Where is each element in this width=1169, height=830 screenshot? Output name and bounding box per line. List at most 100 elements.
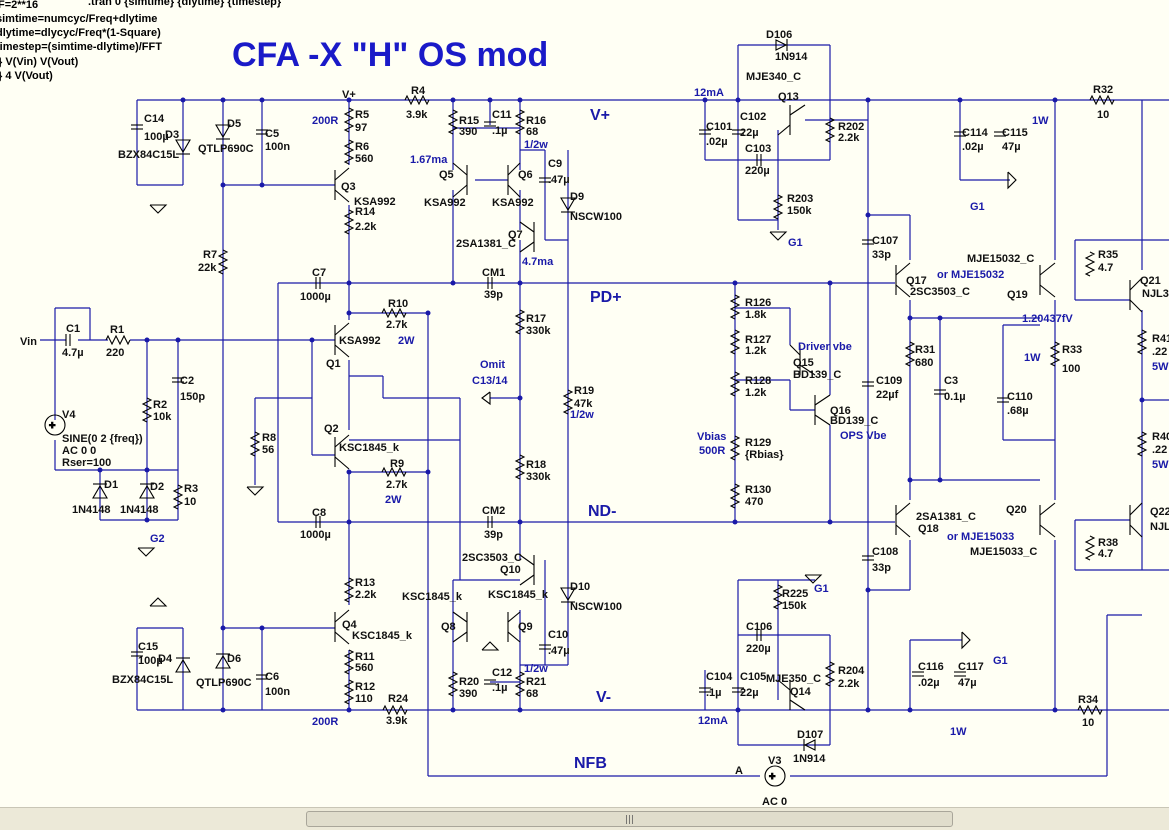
component-ref-c115: C115	[1002, 127, 1028, 139]
svg-text:4.7µ: 4.7µ	[62, 347, 84, 359]
component-ref-r6: R6	[355, 141, 369, 153]
svg-text:C1: C1	[66, 323, 80, 335]
svg-text:500R: 500R	[699, 445, 725, 457]
component-value-r20: 390	[459, 688, 477, 700]
component-value-d4: BZX84C15L	[112, 674, 173, 686]
component-value-q20: MJE15033_C	[970, 546, 1037, 558]
component-value-q17: 2SC3503_C	[910, 286, 970, 298]
horizontal-scrollbar[interactable]: |||	[0, 807, 1169, 830]
component-value-c116: .02µ	[918, 677, 940, 689]
svg-text:+: +	[769, 771, 775, 783]
component-ref-r2: R2	[153, 399, 167, 411]
component-value-q9: KSC1845_k	[488, 589, 549, 601]
svg-text:1/2w: 1/2w	[524, 663, 548, 675]
component-ref-d9: D9	[570, 191, 584, 203]
component-value-q19: MJE15032_C	[967, 253, 1034, 265]
component-ref-q13: Q13	[778, 91, 799, 103]
svg-text:G1: G1	[814, 583, 829, 595]
component-ref-q20: Q20	[1006, 504, 1027, 516]
component-value-c110: .68µ	[1007, 405, 1029, 417]
component-value-r202: 2.2k	[838, 132, 860, 144]
component-value-r15: 390	[459, 126, 477, 138]
component-ref-r33: R33	[1062, 344, 1082, 356]
component-value-r6: 560	[355, 153, 373, 165]
component-value-r32: 10	[1097, 109, 1109, 121]
component-ref-d10: D10	[570, 581, 590, 593]
component-value-q15: BD139_C	[793, 369, 841, 381]
component-ref-c110: C110	[1007, 391, 1033, 403]
component-ref-c102: C102	[740, 111, 766, 123]
component-value-q14: MJE350_C	[766, 673, 821, 685]
annotation-notes: 200R 200R 1.67ma 1/2w 4.7ma 1/2w 1/2w 2W…	[150, 87, 1169, 738]
schematic-diagram: + + .tran 0 {simtime} {dlytime}	[0, 0, 1169, 807]
component-value-d5: QTLP690C	[198, 143, 254, 155]
svg-text:or MJE15033: or MJE15033	[947, 531, 1014, 543]
component-ref-r35: R35	[1098, 249, 1118, 261]
component-value-q5: KSA992	[424, 197, 466, 209]
svg-text:C13/14: C13/14	[472, 375, 508, 387]
component-value-r130: 470	[745, 496, 763, 508]
schematic-canvas[interactable]: + + .tran 0 {simtime} {dlytime}	[0, 0, 1169, 807]
component-value-r204: 2.2k	[838, 678, 860, 690]
rail-label-pdplus: PD+	[590, 289, 622, 306]
svg-text:12mA: 12mA	[694, 87, 724, 99]
component-ref-r10: R10	[388, 298, 408, 310]
component-labels: R210kC2150pR310D11N4148D21N4148C14100µD3…	[72, 29, 1169, 765]
component-ref-r12: R12	[355, 681, 375, 693]
svg-text:2W: 2W	[385, 494, 402, 506]
component-ref-r38: R38	[1098, 537, 1118, 549]
component-ref-c8: C8	[312, 507, 326, 519]
component-value-r35: 4.7	[1098, 262, 1113, 274]
component-value-c101: .02µ	[706, 136, 728, 148]
component-value-q3: KSA992	[354, 196, 396, 208]
component-value-c117: 47µ	[958, 677, 977, 689]
component-ref-r225: R225	[782, 588, 808, 600]
component-ref-c105: C105	[740, 671, 766, 683]
component-value-c107: 33p	[872, 249, 891, 261]
component-ref-q22: Q22	[1150, 506, 1169, 518]
component-ref-r19: R19	[574, 385, 594, 397]
svg-text:Rser=100: Rser=100	[62, 457, 111, 469]
component-ref-c9: C9	[548, 158, 562, 170]
component-ref-q6: Q6	[518, 169, 533, 181]
component-value-c14: 100µ	[144, 131, 169, 143]
component-ref-d3: D3	[165, 129, 179, 141]
svg-text:SINE(0 2 {freq}): SINE(0 2 {freq})	[62, 433, 143, 445]
scrollbar-thumb[interactable]: |||	[306, 811, 953, 827]
component-value-r203: 150k	[787, 205, 812, 217]
vplus-node-label: V+	[342, 89, 356, 101]
component-value-r127: 1.2k	[745, 345, 767, 357]
component-value-q1: KSA992	[339, 335, 381, 347]
component-ref-q10: Q10	[500, 564, 521, 576]
component-ref-c114: C114	[962, 127, 989, 139]
svg-text:G1: G1	[970, 201, 985, 213]
component-value-r225: 150k	[782, 600, 807, 612]
schematic-title: CFA -X "H" OS mod	[232, 36, 548, 74]
component-value-r38: 4.7	[1098, 548, 1113, 560]
component-ref-r204: R204	[838, 665, 865, 677]
component-value-r41: .22	[1152, 346, 1167, 358]
component-value-r16: 68	[526, 126, 538, 138]
svg-text:G1: G1	[788, 237, 803, 249]
source-v4-name: V4	[62, 409, 76, 421]
component-ref-c108: C108	[872, 546, 898, 558]
component-ref-c11: C11	[492, 109, 512, 121]
component-value-c15: 100µ	[138, 655, 163, 667]
component-value-c114: .02µ	[962, 141, 984, 153]
component-ref-d107: D107	[797, 729, 823, 741]
component-ref-r14: R14	[355, 206, 376, 218]
rail-label-ndminus: ND-	[588, 503, 616, 520]
component-ref-r126: R126	[745, 297, 771, 309]
svg-text:G1: G1	[993, 655, 1008, 667]
component-value-d2: 1N4148	[120, 504, 159, 516]
component-value-c11: .1µ	[492, 125, 508, 137]
component-value-d107: 1N914	[793, 753, 826, 765]
component-ref-c2: C2	[180, 375, 194, 387]
svg-text:AC 0: AC 0	[762, 796, 787, 807]
component-value-r24: 3.9k	[386, 715, 408, 727]
component-value-r11: 560	[355, 662, 373, 674]
component-value-c9: .47µ	[548, 174, 570, 186]
component-value-q18: 2SA1381_C	[916, 511, 976, 523]
component-ref-c10: C10	[548, 629, 568, 641]
component-value-r19: 47k	[574, 398, 593, 410]
